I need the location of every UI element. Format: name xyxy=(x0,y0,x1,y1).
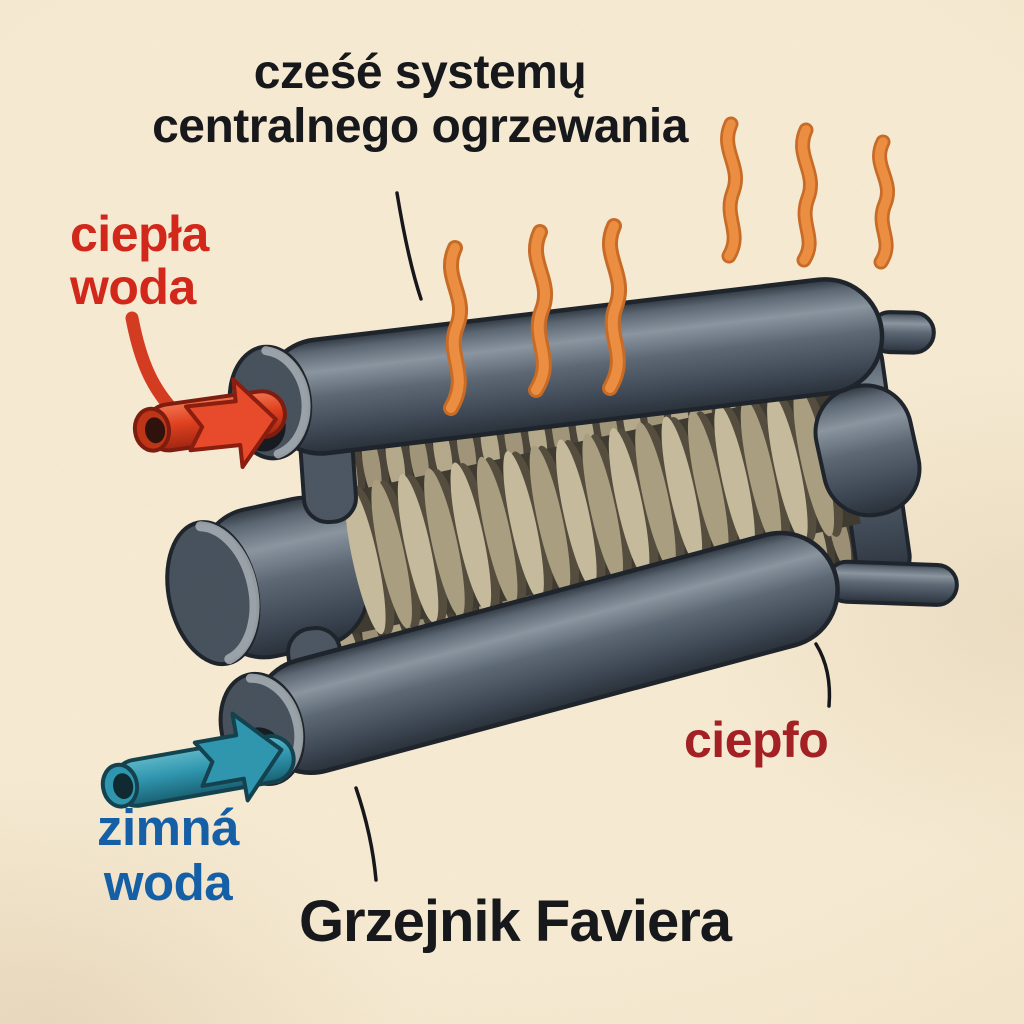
heat-label: ciepfo xyxy=(684,712,829,768)
heading: cześé systemų centralnego ogrzewania xyxy=(110,46,730,154)
cold-water-label: zimná woda xyxy=(96,799,240,912)
heading-line2: centralnego ogrzewania xyxy=(152,99,688,153)
heading-line1: cześé systemų xyxy=(253,46,587,99)
diagram-caption: Grzejnik Faviera xyxy=(298,889,732,954)
hot-water-label: ciepła woda xyxy=(70,206,209,315)
